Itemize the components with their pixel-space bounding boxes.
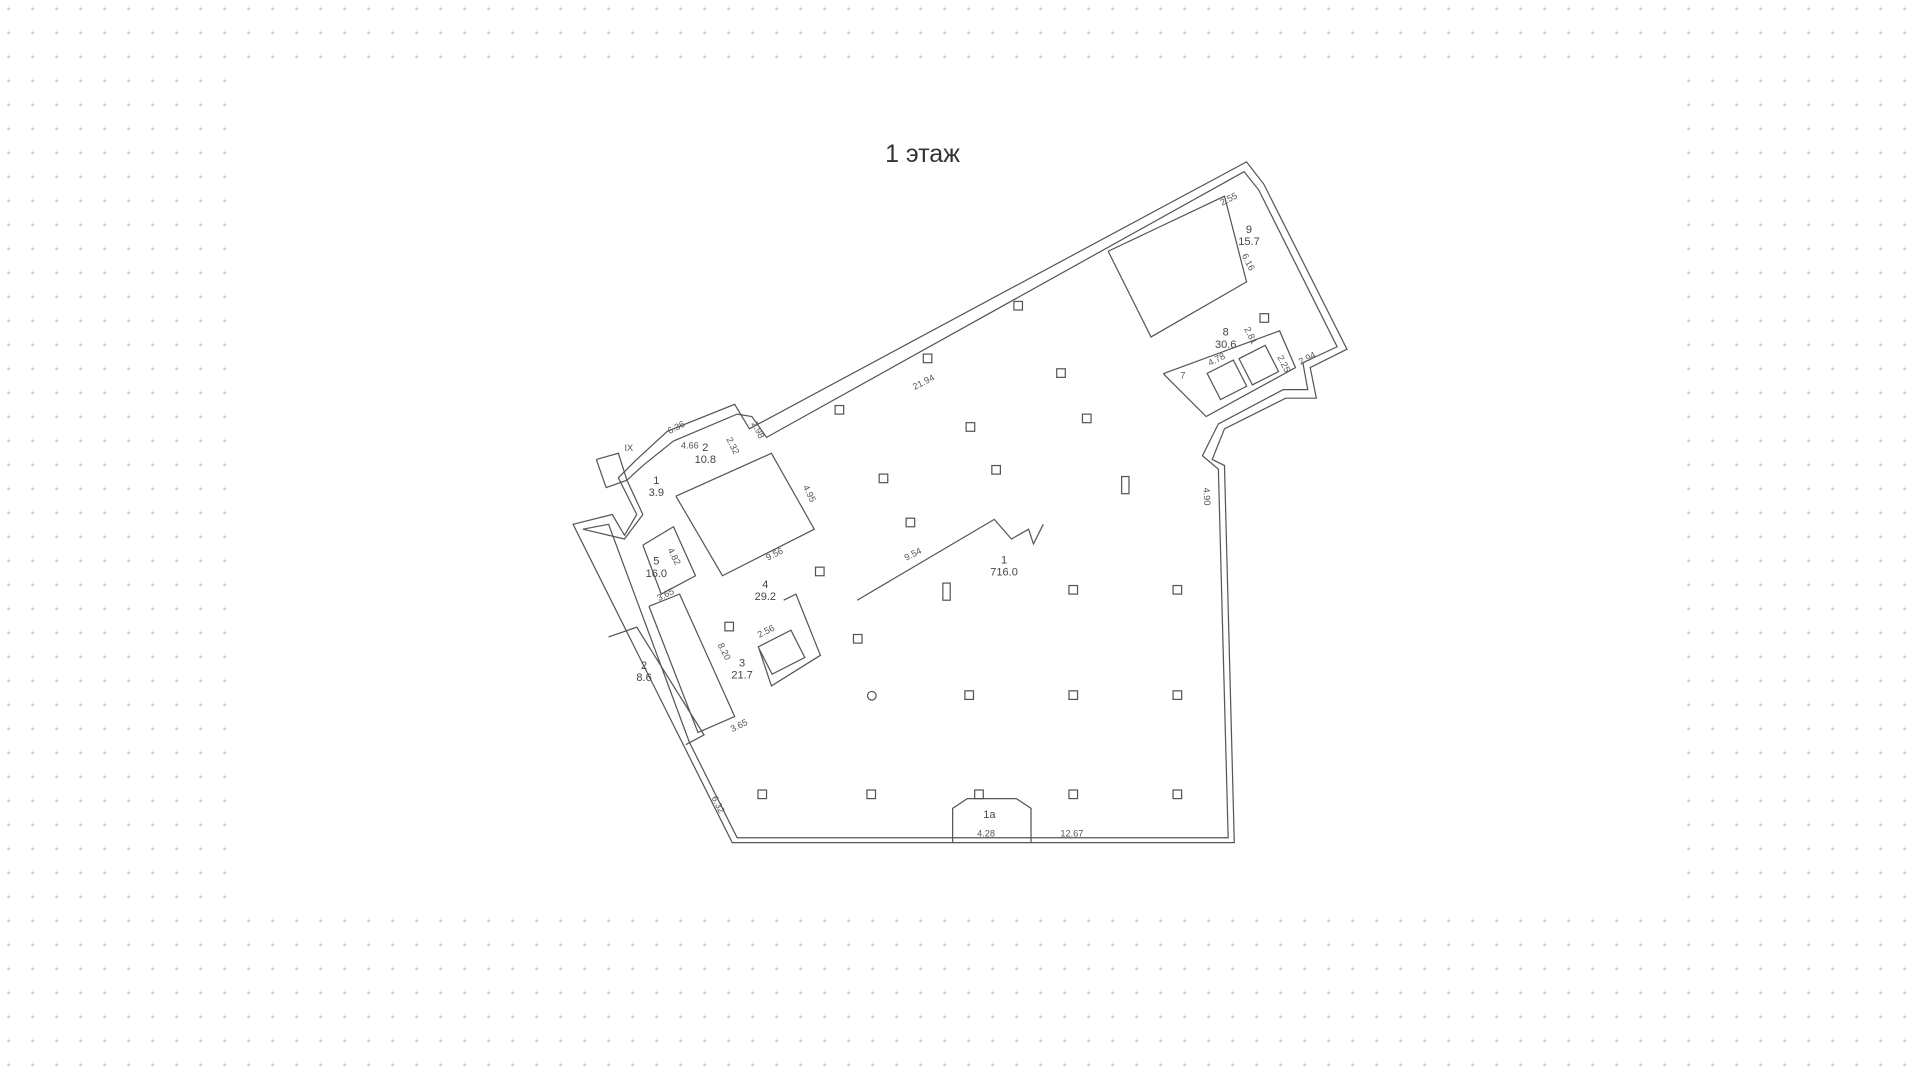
room-label: 28.6 xyxy=(636,660,651,684)
svg-text:1a: 1a xyxy=(983,809,996,821)
room-label: 516.0 xyxy=(646,556,667,580)
svg-text:7: 7 xyxy=(1180,371,1185,381)
svg-text:29.2: 29.2 xyxy=(755,591,776,603)
columns xyxy=(724,300,1270,800)
svg-text:4: 4 xyxy=(762,579,768,591)
svg-text:12.67: 12.67 xyxy=(1060,829,1083,839)
room-label: 210.8 xyxy=(695,442,716,466)
svg-text:8.6: 8.6 xyxy=(636,672,651,684)
svg-text:4.28: 4.28 xyxy=(977,829,995,839)
svg-text:30.6: 30.6 xyxy=(1215,339,1236,351)
svg-text:8: 8 xyxy=(1223,327,1229,339)
svg-text:9: 9 xyxy=(1246,224,1252,236)
stair-label: IX xyxy=(624,443,633,453)
svg-text:4.90: 4.90 xyxy=(1201,487,1212,505)
room-label: 321.7 xyxy=(731,657,752,681)
room-label: 915.7 xyxy=(1238,224,1259,248)
room-label: 1a xyxy=(983,809,996,821)
svg-text:4.66: 4.66 xyxy=(681,440,699,450)
room-label: 429.2 xyxy=(755,579,776,603)
svg-text:1: 1 xyxy=(653,475,659,487)
svg-text:2: 2 xyxy=(702,442,708,454)
svg-text:716.0: 716.0 xyxy=(990,567,1018,579)
svg-text:15.7: 15.7 xyxy=(1238,236,1259,248)
svg-text:10.8: 10.8 xyxy=(695,454,716,466)
svg-text:3: 3 xyxy=(739,657,745,669)
svg-text:16.0: 16.0 xyxy=(646,568,667,580)
room-label: 13.9 xyxy=(649,475,664,499)
plan-area xyxy=(232,67,1688,901)
svg-text:1: 1 xyxy=(1001,554,1007,566)
room-label: 830.6 xyxy=(1215,327,1236,351)
svg-text:5: 5 xyxy=(653,556,659,568)
svg-text:21.7: 21.7 xyxy=(731,670,752,682)
floor-title: 1 этаж xyxy=(885,140,960,168)
svg-text:2: 2 xyxy=(641,660,647,672)
building-outline xyxy=(572,161,1348,844)
svg-text:3.9: 3.9 xyxy=(649,487,664,499)
